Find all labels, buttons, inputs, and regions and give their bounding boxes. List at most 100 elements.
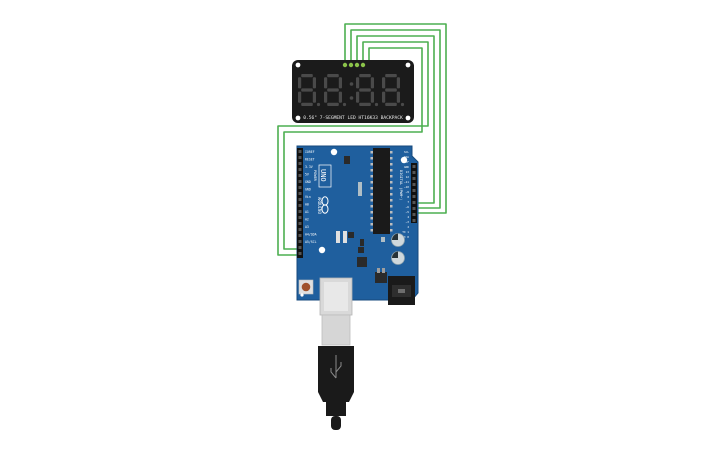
atmega-chip — [373, 148, 390, 234]
pin-label: GND — [305, 180, 311, 184]
power-jack[interactable] — [388, 276, 415, 305]
board-hole — [318, 246, 326, 254]
pin-label: 3.3V — [305, 165, 313, 169]
mount-hole — [405, 115, 411, 121]
colon-dot-bottom — [349, 96, 354, 100]
pin-label: ~5 — [406, 210, 410, 214]
header-pin[interactable] — [298, 174, 302, 177]
reset-button[interactable] — [298, 279, 314, 295]
header-pin[interactable] — [412, 177, 416, 180]
arduino-uno[interactable]: IOREFRESET3.3V5VGNDGNDVinA0A1A2A3A4/SDAA… — [296, 145, 419, 316]
header-pin[interactable] — [298, 222, 302, 225]
header-pin[interactable] — [298, 150, 302, 153]
display-body — [292, 60, 414, 123]
capacitor — [391, 233, 405, 247]
pin-label: 2 — [407, 225, 409, 229]
header-pin[interactable] — [412, 189, 416, 192]
smd-component — [381, 237, 385, 242]
header-pin[interactable] — [298, 156, 302, 159]
segment — [356, 77, 360, 89]
header-pin[interactable] — [412, 183, 416, 186]
display-pin[interactable] — [348, 62, 354, 68]
pin-label: SCL — [404, 150, 409, 154]
header-pin[interactable] — [298, 228, 302, 231]
smd-component — [358, 247, 364, 253]
header-pin[interactable] — [412, 195, 416, 198]
left-header-pins — [298, 150, 302, 255]
display-pin[interactable] — [342, 62, 348, 68]
header-pin[interactable] — [298, 246, 302, 249]
chip-pin — [390, 187, 393, 190]
smd-component — [343, 231, 347, 243]
header-pin[interactable] — [298, 162, 302, 165]
header-pin[interactable] — [298, 216, 302, 219]
pin-label: A5/SCL — [305, 240, 317, 244]
pin-label: ~6 — [406, 205, 410, 209]
chip-pin — [370, 229, 373, 232]
chip-pin — [390, 163, 393, 166]
header-pin[interactable] — [298, 198, 302, 201]
header-pin[interactable] — [298, 192, 302, 195]
usb-icon — [330, 355, 342, 379]
pin-label: 7 — [407, 200, 409, 204]
segment — [327, 74, 339, 78]
header-pin[interactable] — [298, 180, 302, 183]
chip-pin — [390, 217, 393, 220]
digital-header-label: DIGITAL (PWM~) — [399, 170, 403, 200]
header-pin[interactable] — [298, 186, 302, 189]
display-pin[interactable] — [354, 62, 360, 68]
chip-pin — [370, 157, 373, 160]
chip-pin — [370, 223, 373, 226]
pin-label: A1 — [305, 210, 309, 214]
decimal-point — [400, 102, 405, 107]
pin-label: ~10 — [404, 185, 409, 189]
header-pin[interactable] — [298, 168, 302, 171]
wire-gnd[interactable] — [277, 41, 429, 256]
header-pin[interactable] — [298, 210, 302, 213]
wire-group[interactable] — [277, 23, 447, 256]
pin-label: A0 — [305, 203, 309, 207]
header-pin[interactable] — [298, 204, 302, 207]
left-pin-labels: IOREFRESET3.3V5VGNDGNDVinA0A1A2A3A4/SDAA… — [305, 150, 317, 244]
chip-pin — [390, 157, 393, 160]
chip-pin — [390, 229, 393, 232]
segment — [385, 74, 397, 78]
header-pin[interactable] — [412, 207, 416, 210]
header-pin[interactable] — [412, 171, 416, 174]
board-hole — [300, 293, 304, 297]
chip-pin — [390, 151, 393, 154]
chip-pin — [370, 193, 373, 196]
segment — [359, 88, 371, 92]
header-pin[interactable] — [298, 234, 302, 237]
seven-segment-digit — [356, 74, 379, 107]
smd-component — [344, 156, 350, 164]
wire-sda[interactable] — [344, 23, 447, 214]
header-pin[interactable] — [412, 219, 416, 222]
header-pin[interactable] — [412, 165, 416, 168]
seven-segment-digit — [324, 74, 347, 107]
display-pin[interactable] — [360, 62, 366, 68]
pin-label: Vin — [305, 195, 311, 199]
header-pin[interactable] — [298, 252, 302, 255]
wire-extra[interactable] — [283, 47, 423, 250]
usb-cable[interactable] — [318, 314, 354, 430]
wire-5v[interactable] — [356, 35, 435, 204]
header-pin[interactable] — [298, 240, 302, 243]
mount-hole — [295, 115, 301, 121]
pin-label: SDA — [404, 155, 409, 159]
usb-b-plug-metal — [321, 314, 351, 346]
smd-component — [358, 182, 362, 196]
segment — [370, 77, 374, 89]
wire-scl[interactable] — [350, 29, 441, 209]
header-pin[interactable] — [412, 213, 416, 216]
pin-label: ~11 — [404, 180, 409, 184]
segment — [370, 91, 374, 103]
decimal-point — [316, 102, 321, 107]
pin-label: RX 0 — [402, 235, 409, 239]
led-backpack[interactable]: 0.56" 7-SEGMENT LED HT16K33 BACKPACK — [292, 60, 414, 123]
seven-segment-digit — [382, 74, 405, 107]
seven-segment-digit — [298, 74, 321, 107]
mount-hole — [405, 62, 411, 68]
segment — [301, 102, 313, 106]
header-pin[interactable] — [412, 201, 416, 204]
